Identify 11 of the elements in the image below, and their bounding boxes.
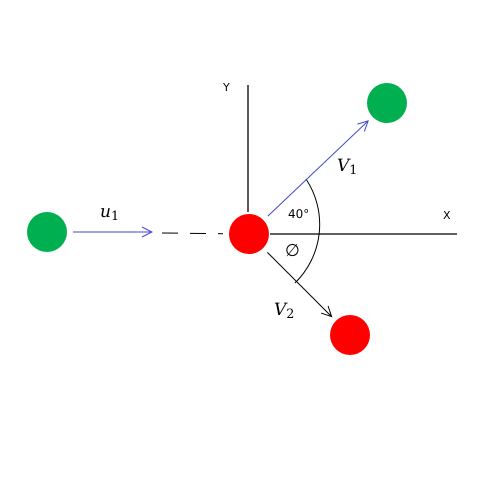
dashed-line xyxy=(162,232,224,234)
axis-label: X xyxy=(443,210,451,221)
velocity-label: V$_{2}$ xyxy=(274,302,294,319)
arrow xyxy=(72,226,152,238)
arrow xyxy=(267,120,369,217)
axis-label: Y xyxy=(223,82,230,93)
angle-label: ∅ xyxy=(285,243,300,260)
velocity-label: V$_{1}$ xyxy=(337,158,358,175)
velocity-label: u$_{1}$ xyxy=(100,204,120,221)
angle-label: 40° xyxy=(288,208,310,220)
arrow xyxy=(266,252,332,318)
